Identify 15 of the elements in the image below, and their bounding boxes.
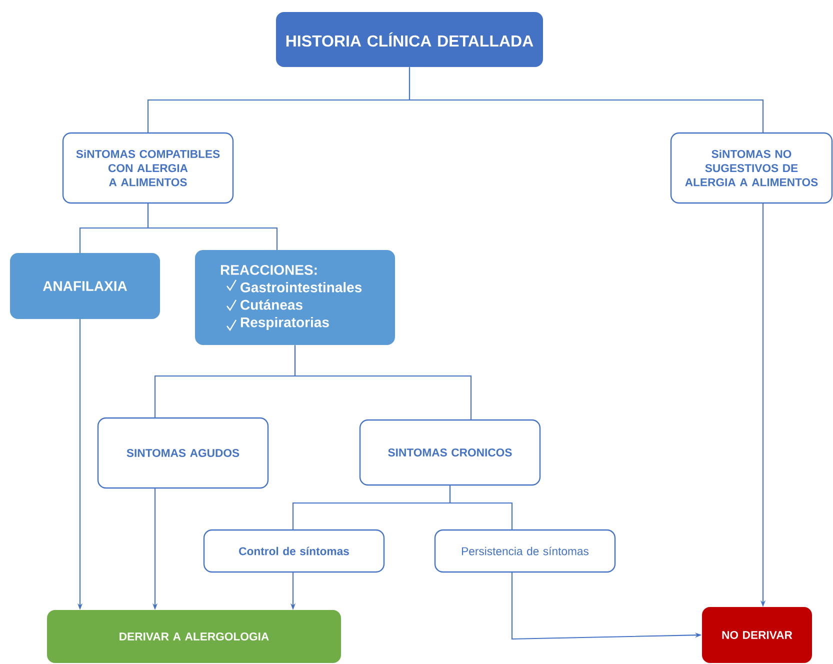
- title-box: HISTORIA CLÍNICA DETALLADA: [276, 12, 543, 67]
- connector: [294, 345, 472, 420]
- process-box: Control de síntomas: [203, 529, 385, 573]
- result-box: DERIVAR A ALERGOLOGIA: [47, 610, 341, 663]
- connector: [147, 204, 278, 250]
- connector: [449, 486, 513, 530]
- process-box: ANAFILAXIA: [10, 253, 160, 319]
- process-box: SINTOMAS CRONICOS: [359, 419, 541, 486]
- process-box: REACCIONES: Gastrointestinales Cutáneas Respiratorias: [195, 250, 395, 345]
- process-box: Persistencia de síntomas: [434, 529, 616, 573]
- process-box: SiNTOMAS COMPATIBLES CON ALERGIA A ALIMENTOS: [62, 132, 234, 204]
- result-box: NO DERIVAR: [702, 607, 812, 663]
- process-box: SINTOMAS AGUDOS: [97, 417, 269, 489]
- connector: [408, 67, 764, 133]
- process-box: SiNTOMAS NO SUGESTIVOS DE ALERGIA A ALIMENTOS: [670, 132, 833, 204]
